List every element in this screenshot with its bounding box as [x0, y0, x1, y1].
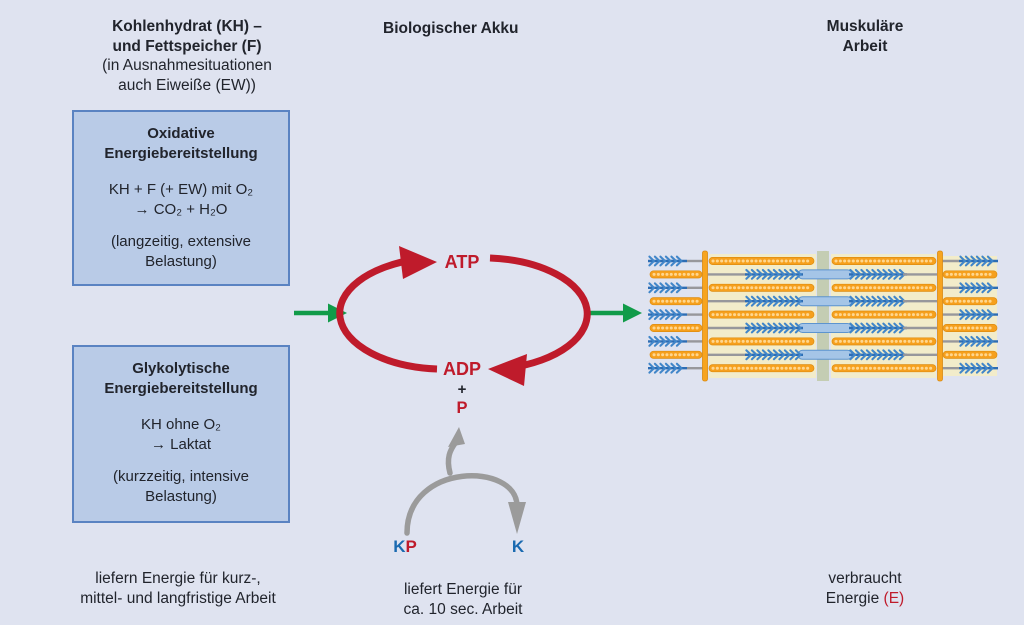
header-muscular-work: Muskuläre Arbeit [780, 17, 950, 56]
glycolytic-formula: KH ohne O₂ → Laktat [141, 415, 221, 455]
glycolytic-formula-line1: KH ohne O₂ [140, 416, 222, 433]
k-label: K [511, 537, 525, 556]
glycolytic-note-line2: Belastung) [145, 488, 217, 505]
atp-label: ATP [444, 252, 480, 272]
glycolytic-note: (kurzzeitig, intensive Belastung) [113, 467, 249, 507]
caption-left: liefern Energie für kurz-, mittel- und l… [53, 569, 303, 608]
oxidative-note-line1: (langzeitig, extensive [110, 233, 252, 250]
oxidative-note-line2: Belastung) [145, 253, 217, 270]
oxidative-formula-line1: KH + F (+ EW) mit O₂ [108, 181, 254, 198]
oxidative-title-line2: Energiebereitstellung [104, 144, 258, 162]
caption-center-line2: ca. 10 sec. Arbeit [403, 600, 523, 618]
caption-right-e: (E) [883, 589, 905, 607]
header-muscular-work-line1: Muskuläre [826, 18, 904, 35]
caption-right-line1: verbraucht [828, 570, 902, 587]
caption-right: verbraucht Energie (E) [800, 569, 930, 608]
oxidative-formula: KH + F (+ EW) mit O₂ → CO₂ + H₂O [109, 180, 253, 220]
oxidative-energy-box: Oxidative Energiebereitstellung KH + F (… [72, 110, 290, 286]
header-substrates-line4: auch Eiweiße (EW)) [118, 76, 256, 94]
glycolytic-title: Glykolytische Energiebereitstellung [104, 359, 257, 398]
header-substrates-line2: und Fettspeicher (F) [112, 37, 262, 55]
kp-label-k: K [393, 537, 406, 556]
glycolytic-energy-box: Glykolytische Energiebereitstellung KH o… [72, 345, 290, 523]
caption-right-line2: Energie (E) [800, 589, 930, 609]
caption-center-line1: liefert Energie für [403, 581, 523, 598]
atp-adp-cycle-icon [336, 246, 591, 386]
oxidative-title-line1: Oxidative [147, 125, 215, 142]
oxidative-title: Oxidative Energiebereitstellung [104, 124, 257, 163]
kp-label: KP [380, 537, 430, 557]
sarcomere-svg [648, 250, 998, 382]
plus-label: + [457, 381, 467, 398]
kp-label-p: P [405, 537, 417, 556]
glycolytic-note-line1: (kurzzeitig, intensive [113, 468, 249, 485]
header-biological-battery: Biologischer Akku [383, 20, 519, 37]
sarcomere-illustration [645, 246, 1005, 386]
oxidative-note: (langzeitig, extensive Belastung) [111, 232, 251, 272]
caption-left-line2: mittel- und langfristige Arbeit [80, 589, 276, 607]
flow-arrow-right-icon [589, 303, 642, 323]
header-muscular-work-line2: Arbeit [842, 37, 888, 55]
header-substrates-line3: (in Ausnahmesituationen [102, 57, 272, 74]
caption-left-line1: liefern Energie für kurz-, [95, 570, 261, 587]
header-substrates-line1: Kohlenhydrat (KH) – [112, 18, 262, 35]
caption-center: liefert Energie für ca. 10 sec. Arbeit [378, 580, 548, 619]
glycolytic-title-line2: Energiebereitstellung [104, 379, 258, 397]
caption-right-energy: Energie [825, 589, 884, 607]
glycolytic-title-line1: Glykolytische [132, 360, 230, 377]
phosphate-label: P [456, 399, 468, 417]
glycolytic-formula-line2: → Laktat [150, 436, 211, 453]
header-substrates: Kohlenhydrat (KH) – und Fettspeicher (F)… [52, 17, 322, 95]
oxidative-formula-line2: → CO₂ + H₂O [134, 201, 228, 218]
creatine-shuttle-icon [404, 427, 526, 536]
adp-label: ADP [442, 359, 481, 379]
